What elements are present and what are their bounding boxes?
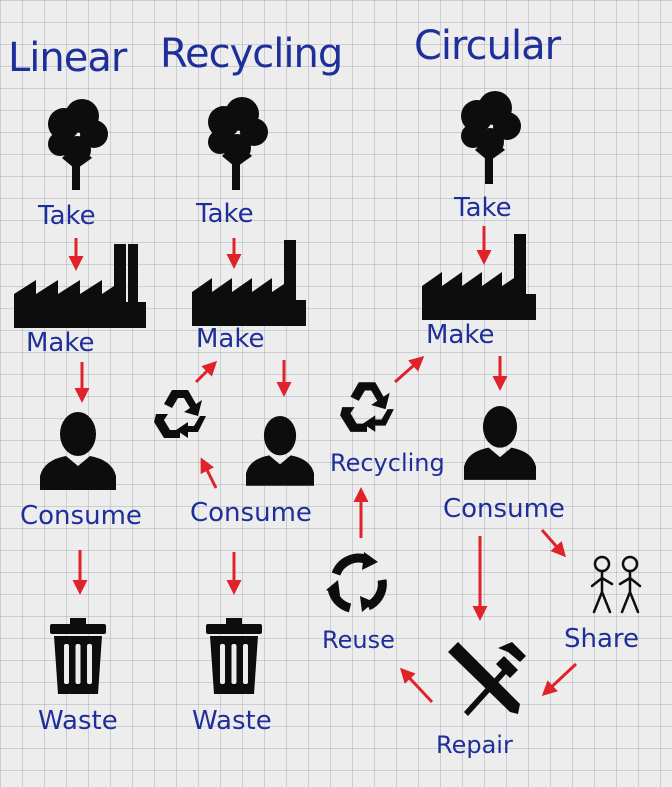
tree-icon — [461, 91, 521, 184]
label-share: Share — [564, 624, 640, 654]
label-make-recycling: Make — [196, 324, 265, 354]
label-consume-recycling: Consume — [190, 498, 312, 528]
person-icon — [246, 416, 314, 486]
label-repair: Repair — [436, 731, 513, 759]
reuse-icon — [326, 552, 387, 613]
label-waste-recycling: Waste — [192, 706, 272, 736]
arrow-repair-to-reuse — [399, 667, 434, 704]
label-waste-linear: Waste — [38, 706, 118, 736]
arrow-recycle-to-make — [194, 360, 218, 384]
title-linear: Linear — [8, 35, 127, 81]
factory-icon — [14, 244, 146, 328]
repair-tools-icon — [448, 642, 526, 716]
arrow-recycling-to-make — [394, 356, 425, 384]
label-make-circular: Make — [426, 320, 495, 350]
factory-icon — [422, 234, 536, 320]
label-consume-circular: Consume — [443, 494, 565, 524]
recycle-icon — [340, 382, 394, 432]
title-circular: Circular — [414, 23, 561, 69]
tree-icon — [48, 99, 108, 190]
trash-can-icon — [50, 618, 106, 694]
label-take-circular: Take — [454, 193, 512, 223]
tree-icon — [208, 97, 268, 190]
label-consume-linear: Consume — [20, 501, 142, 531]
label-recycling-circular: Recycling — [330, 449, 445, 477]
factory-icon — [192, 240, 306, 326]
title-recycling: Recycling — [160, 31, 343, 77]
person-icon — [464, 406, 536, 480]
recycle-icon — [154, 390, 206, 438]
arrow-consume-to-recycle — [200, 457, 218, 489]
arrow-consume-to-share — [540, 529, 566, 558]
label-take-linear: Take — [38, 201, 96, 231]
label-make-linear: Make — [26, 328, 95, 358]
person-icon — [40, 412, 116, 490]
label-take-recycling: Take — [196, 199, 254, 229]
people-icon — [590, 555, 642, 614]
label-reuse: Reuse — [322, 626, 395, 654]
trash-can-icon — [206, 618, 262, 694]
arrow-share-to-repair — [541, 662, 578, 697]
